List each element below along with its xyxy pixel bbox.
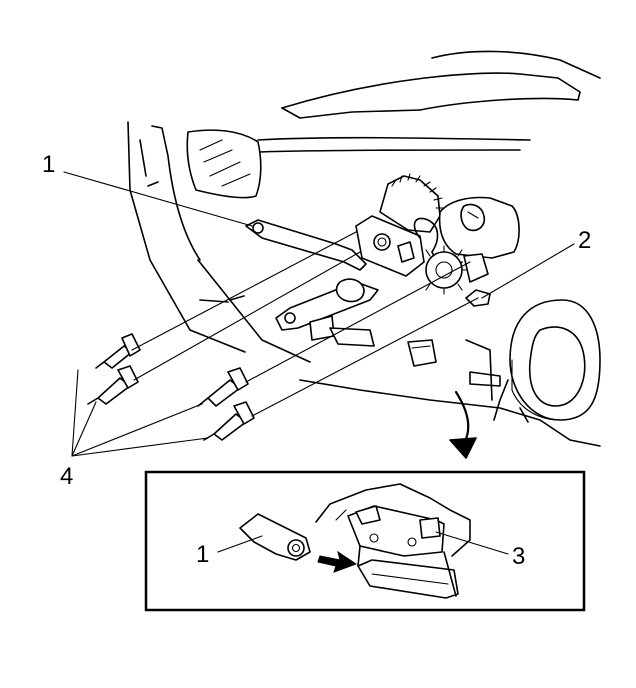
leader-2: [481, 243, 575, 299]
regulator-arm: [245, 219, 367, 271]
leader-4a: [71, 369, 79, 457]
door-outline: [127, 50, 601, 447]
arm-pivot: [252, 222, 264, 234]
leader-4d: [71, 437, 209, 457]
callouts: 1 2 4 1 3: [42, 151, 591, 570]
rivet-1: [95, 333, 141, 369]
leader-lines: [63, 171, 575, 457]
leader-1-inset: [217, 535, 263, 553]
rail-clip: [407, 339, 437, 367]
window-regulator: [245, 173, 520, 367]
leader-3: [435, 531, 509, 555]
window-glass-patch: [186, 129, 262, 199]
callout-1-top: 1: [42, 151, 55, 178]
callout-2: 2: [578, 227, 591, 254]
callout-1-inset: 1: [196, 541, 209, 568]
detail-arrow: [449, 390, 477, 459]
motor-harness: [413, 217, 439, 253]
leader-4b: [71, 401, 97, 457]
callout-4: 4: [60, 463, 73, 490]
inset-detail: [144, 470, 586, 612]
leader-4c: [71, 403, 203, 457]
rivet-3: [197, 367, 249, 407]
inset-arrow: [317, 550, 358, 573]
rivet-2: [87, 365, 139, 405]
callout-3: 3: [512, 543, 525, 570]
rivet-4: [203, 401, 255, 441]
rivets: [87, 333, 255, 441]
leader-1-top: [63, 171, 253, 227]
